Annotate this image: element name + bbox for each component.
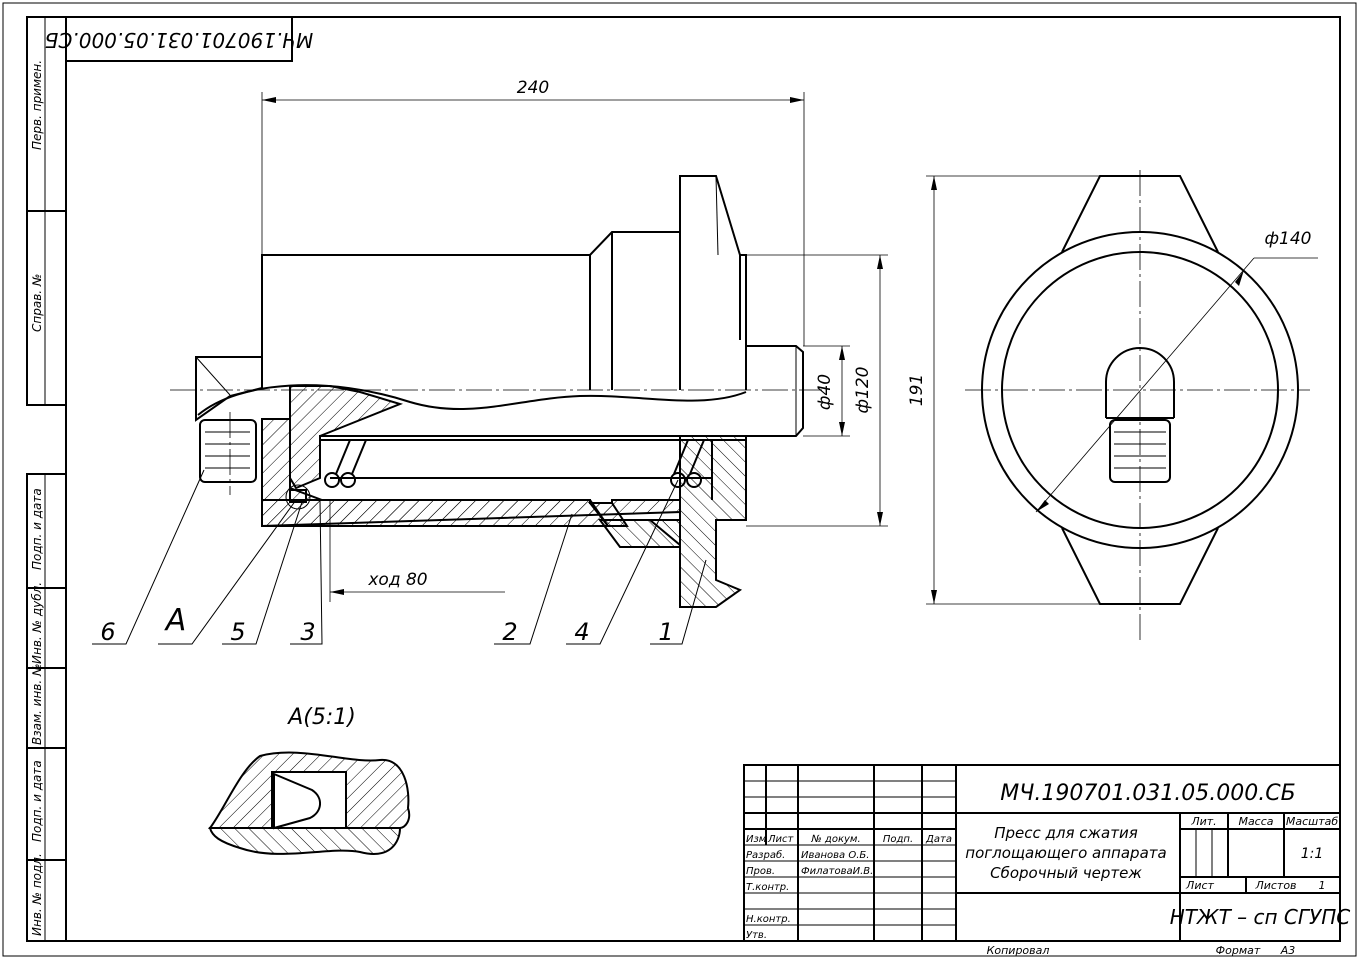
tb-title-line2: поглощающего аппарата — [965, 844, 1166, 862]
doc-code-box: МЧ.190701.031.05.000.СБ — [45, 16, 314, 62]
footer-format: Формат — [1216, 944, 1261, 957]
footer-kopiroval: Копировал — [987, 944, 1050, 957]
side-label-podp-data-1: Подп. и дата — [30, 488, 44, 570]
position-leaders: 6 А 5 3 2 4 1 — [92, 469, 707, 646]
doc-code-mirrored: МЧ.190701.031.05.000.СБ — [45, 28, 314, 52]
tb-nkontr: Н.контр. — [746, 914, 791, 925]
tb-col-izm: Изм — [746, 834, 767, 845]
detail-a-label: А(5:1) — [286, 705, 356, 730]
side-label-inv-podl: Инв. № подл. — [30, 853, 44, 936]
pos-2: 2 — [502, 618, 517, 646]
dim-flange-dia: ф120 — [853, 367, 873, 414]
pos-6: 6 — [100, 618, 115, 646]
tb-prov: Пров. — [746, 866, 775, 877]
dim-rod-dia: ф40 — [815, 374, 835, 410]
side-strip: Перв. примен. Справ. № Подп. и дата Инв.… — [26, 16, 67, 942]
side-label-vzam-inv: Взам. инв. № — [30, 664, 44, 745]
tb-prov-name: ФилатоваИ.В. — [801, 866, 873, 877]
tb-lit: Лит. — [1190, 815, 1216, 828]
tb-col-list: Лист — [767, 834, 795, 845]
pos-5: 5 — [230, 618, 245, 646]
tb-scale-value: 1:1 — [1301, 846, 1324, 862]
side-label-inv-dubl: Инв. № дубл. — [30, 582, 44, 664]
tb-col-podp: Подп. — [883, 834, 913, 845]
tb-massa: Масса — [1238, 815, 1273, 828]
front-view — [170, 175, 822, 608]
side-label-podp-data-2: Подп. и дата — [30, 760, 44, 842]
fitting-6 — [199, 419, 257, 483]
tb-utv: Утв. — [746, 930, 767, 941]
tb-title-line3: Сборочный чертеж — [990, 864, 1142, 882]
tb-col-data: Дата — [925, 834, 952, 845]
tb-listov-value: 1 — [1319, 879, 1326, 892]
side-label-sprav-no: Справ. № — [30, 274, 44, 332]
tb-title-line1: Пресс для сжатия — [994, 824, 1138, 842]
title-block: МЧ.190701.031.05.000.СБ Пресс для сжатия… — [743, 764, 1350, 942]
tb-org: НТЖТ – сп СГУПС — [1170, 905, 1350, 929]
tb-col-doc: № докум. — [810, 834, 860, 845]
tb-designation: МЧ.190701.031.05.000.СБ — [1000, 781, 1295, 806]
tb-tkontr: Т.контр. — [746, 882, 789, 893]
tb-list: Лист — [1185, 879, 1214, 892]
footer-format-value: А3 — [1280, 944, 1296, 957]
pos-3: 3 — [300, 618, 315, 646]
dim-height: 191 — [907, 374, 927, 406]
dim-outer-dia: ф140 — [1265, 229, 1312, 249]
view-a-label: А — [164, 603, 187, 638]
front-dimensions: 240 ф40 ф120 ход 80 — [261, 78, 888, 602]
side-label-perv-primen: Перв. примен. — [30, 60, 44, 150]
detail-a: А(5:1) — [208, 705, 411, 855]
side-view: ф140 191 — [907, 170, 1318, 642]
dim-stroke: ход 80 — [367, 570, 427, 590]
pos-1: 1 — [658, 618, 673, 646]
tb-masshtab: Масштаб — [1286, 815, 1338, 828]
sheet-footer: Копировал Формат А3 — [987, 944, 1296, 957]
dim-length: 240 — [517, 78, 549, 98]
tb-listov: Листов — [1254, 879, 1296, 892]
pos-4: 4 — [574, 618, 589, 646]
tb-razrab: Разраб. — [746, 849, 785, 861]
tb-razrab-name: Иванова О.Б. — [801, 850, 869, 861]
